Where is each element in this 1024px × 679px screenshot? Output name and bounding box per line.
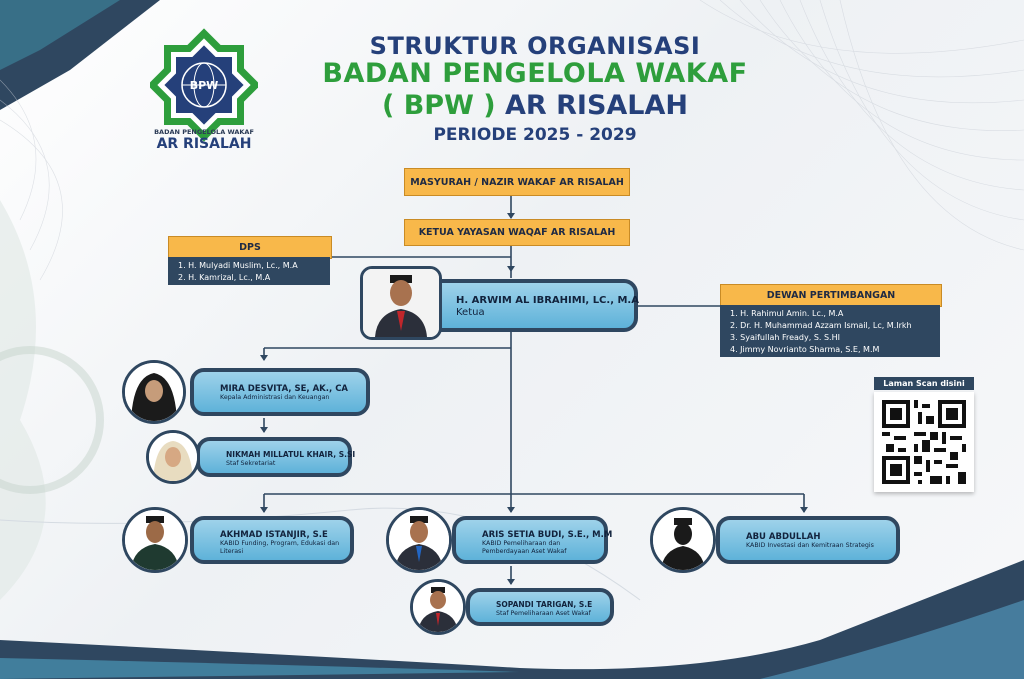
qr-label: Laman Scan disini bbox=[874, 377, 974, 390]
aris-photo bbox=[386, 507, 452, 573]
mira-card: MIRA DESVITA, SE, AK., CA Kepala Adminis… bbox=[190, 368, 370, 416]
sopandi-card: SOPANDI TARIGAN, S.E Staf Pemeliharaan A… bbox=[466, 588, 614, 626]
akhmad-name: AKHMAD ISTANJIR, S.E bbox=[220, 530, 328, 540]
title-line-3: ( BPW ) AR RISALAH bbox=[300, 90, 770, 121]
nikmah-photo bbox=[146, 430, 200, 484]
ketua-yayasan-box: KETUA YAYASAN WAQAF AR RISALAH bbox=[404, 219, 630, 246]
sopandi-photo bbox=[410, 579, 466, 635]
ketua-role: Ketua bbox=[456, 307, 485, 318]
logo-badge: BPW bbox=[190, 79, 219, 92]
title-line-2: BADAN PENGELOLA WAKAF bbox=[322, 58, 748, 89]
aris-name: ARIS SETIA BUDI, S.E., M.M bbox=[482, 530, 613, 540]
akhmad-role: KABID Funding, Program, Edukasi dan Lite… bbox=[220, 540, 340, 555]
dewan-member: 3. Syaifullah Fready, S. S.HI bbox=[730, 333, 840, 342]
dewan-title: DEWAN PERTIMBANGAN bbox=[720, 284, 942, 307]
abu-photo-placeholder bbox=[650, 507, 716, 573]
mira-name: MIRA DESVITA, SE, AK., CA bbox=[220, 384, 349, 394]
title-line-1: STRUKTUR ORGANISASI bbox=[369, 32, 701, 60]
akhmad-photo bbox=[122, 507, 188, 573]
nikmah-card: NIKMAH MILLATUL KHAIR, S.SI Staf Sekreta… bbox=[196, 437, 356, 477]
abu-name: ABU ABDULLAH bbox=[746, 532, 821, 542]
aris-card: ARIS SETIA BUDI, S.E., M.M KABID Pemelih… bbox=[452, 516, 613, 564]
mira-role: Kepala Administrasi dan Keuangan bbox=[220, 394, 330, 401]
dps-title: DPS bbox=[168, 236, 332, 259]
dewan-member: 4. Jimmy Novrianto Sharma, S.E, M.M bbox=[730, 345, 880, 354]
dewan-members: 1. H. Rahimul Amin. Lc., M.A 2. Dr. H. M… bbox=[720, 305, 940, 357]
dewan-member: 1. H. Rahimul Amin. Lc., M.A bbox=[730, 309, 844, 318]
dps-member: 2. H. Kamrizal, Lc., M.A bbox=[178, 273, 271, 282]
qr-code[interactable] bbox=[874, 392, 974, 492]
abu-role: KABID Investasi dan Kemitraan Strategis bbox=[746, 542, 874, 549]
dps-member: 1. H. Mulyadi Muslim, Lc., M.A bbox=[178, 261, 298, 270]
abu-card: ABU ABDULLAH KABID Investasi dan Kemitra… bbox=[716, 516, 900, 564]
title-bpw: ( BPW ) bbox=[381, 90, 496, 121]
nikmah-name: NIKMAH MILLATUL KHAIR, S.SI bbox=[226, 450, 356, 459]
logo-title: AR RISALAH bbox=[156, 136, 252, 152]
logo-subtitle: BADAN PENGELOLA WAKAF bbox=[154, 128, 254, 136]
dps-members: 1. H. Mulyadi Muslim, Lc., M.A 2. H. Kam… bbox=[168, 257, 330, 285]
ketua-photo bbox=[360, 266, 442, 340]
title-ar-risalah: AR RISALAH bbox=[495, 90, 688, 121]
qr-code-icon bbox=[874, 392, 974, 492]
sopandi-name: SOPANDI TARIGAN, S.E bbox=[496, 600, 593, 609]
akhmad-card: AKHMAD ISTANJIR, S.E KABID Funding, Prog… bbox=[190, 516, 354, 564]
aris-role: KABID Pemeliharaan dan Pemberdayaan Aset… bbox=[482, 540, 567, 555]
ketua-name: H. ARWIM AL IBRAHIMI, LC., M.A bbox=[456, 295, 639, 306]
ketua-card: H. ARWIM AL IBRAHIMI, LC., M.A Ketua bbox=[420, 279, 639, 332]
period-label: PERIODE 2025 - 2029 bbox=[433, 125, 637, 145]
dewan-member: 2. Dr. H. Muhammad Azzam Ismail, Lc, M.I… bbox=[730, 321, 912, 330]
bpw-logo-icon: BPW bbox=[150, 28, 258, 142]
nikmah-role: Staf Sekretariat bbox=[226, 460, 276, 467]
mira-photo bbox=[122, 360, 186, 424]
sopandi-role: Staf Pemeliharaan Aset Wakaf bbox=[496, 610, 591, 617]
masyurah-box: MASYURAH / NAZIR WAKAF AR RISALAH bbox=[404, 168, 630, 196]
